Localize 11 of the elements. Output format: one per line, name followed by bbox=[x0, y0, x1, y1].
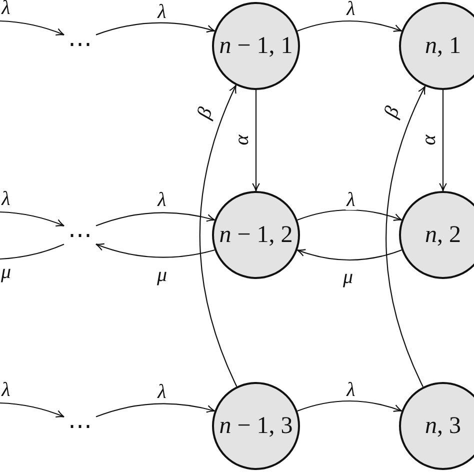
state-label: n, 3 bbox=[425, 414, 461, 438]
state-label: n, 2 bbox=[425, 223, 461, 247]
state-label: n − 1, 2 bbox=[219, 223, 293, 247]
edge-label: λ bbox=[346, 190, 356, 210]
ellipsis: ⋯ bbox=[64, 224, 96, 246]
state-label: n − 1, 3 bbox=[219, 414, 293, 438]
ellipsis: ⋯ bbox=[64, 415, 96, 437]
state-label: n, 1 bbox=[425, 34, 461, 58]
ellipsis: ⋯ bbox=[64, 33, 96, 55]
line bbox=[0, 244, 64, 260]
state-label: n − 1, 1 bbox=[219, 34, 293, 58]
